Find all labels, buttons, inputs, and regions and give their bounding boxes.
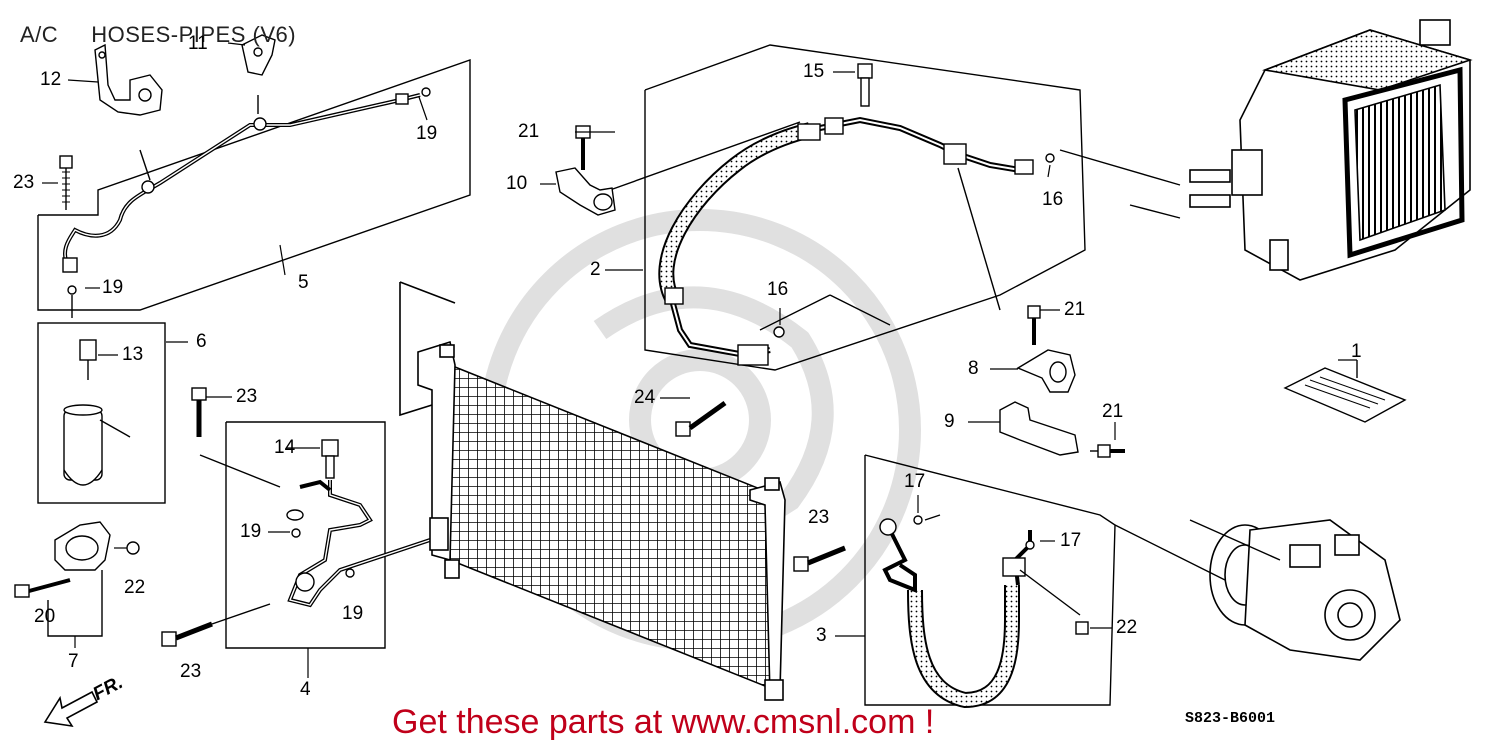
callout-11[interactable]: 11	[188, 33, 208, 54]
callout-15[interactable]: 15	[803, 61, 825, 82]
bolt-23-d	[793, 545, 846, 572]
callout-21[interactable]: 21	[1102, 401, 1124, 422]
callout-23[interactable]: 23	[13, 172, 35, 193]
callout-23[interactable]: 23	[236, 386, 258, 407]
callout-22[interactable]: 22	[124, 577, 146, 598]
bolt-23-c	[161, 603, 271, 647]
hose-assembly-3	[864, 454, 1281, 709]
callout-4[interactable]: 4	[300, 679, 311, 700]
clamp-10	[555, 125, 616, 216]
callout-19[interactable]: 19	[416, 123, 438, 144]
callout-21[interactable]: 21	[1064, 299, 1086, 320]
callout-5[interactable]: 5	[298, 272, 309, 293]
page-title: A/C HOSES-PIPES (V6)	[20, 22, 297, 47]
callout-3[interactable]: 3	[816, 625, 827, 646]
forward-arrow-icon	[43, 690, 99, 728]
bolt-24	[675, 400, 727, 437]
callout-22[interactable]: 22	[1116, 617, 1138, 638]
callout-19[interactable]: 19	[342, 603, 364, 624]
callout-1[interactable]: 1	[1351, 341, 1362, 362]
hose-assembly-2	[609, 44, 1181, 371]
condenser	[399, 281, 786, 701]
pipe-assembly-5	[37, 59, 471, 318]
callout-2[interactable]: 2	[590, 259, 601, 280]
callout-16[interactable]: 16	[767, 279, 789, 300]
clamp-11	[241, 34, 276, 76]
receiver-dryer-6	[37, 322, 166, 504]
callout-9[interactable]: 9	[944, 411, 955, 432]
label-plate-1	[1283, 360, 1407, 423]
callout-7[interactable]: 7	[68, 651, 79, 672]
bracket-12	[94, 43, 163, 116]
evaporator-unit	[1189, 19, 1473, 281]
callout-10[interactable]: 10	[506, 173, 528, 194]
callout-20[interactable]: 20	[34, 606, 56, 627]
callout-19[interactable]: 19	[240, 521, 262, 542]
callout-14[interactable]: 14	[274, 437, 296, 458]
callout-13[interactable]: 13	[122, 344, 144, 365]
callout-19[interactable]: 19	[102, 277, 124, 298]
callout-6[interactable]: 6	[196, 331, 207, 352]
callout-17[interactable]: 17	[1060, 530, 1082, 551]
bolt-23-b	[191, 387, 207, 437]
callout-24[interactable]: 24	[634, 387, 656, 408]
compressor	[1209, 519, 1401, 661]
callout-16[interactable]: 16	[1042, 189, 1064, 210]
callout-17[interactable]: 17	[904, 471, 926, 492]
bolt-23-a	[59, 155, 73, 210]
pipe-assembly-4	[199, 421, 431, 649]
leader-lines	[42, 42, 1357, 678]
callout-21[interactable]: 21	[518, 121, 540, 142]
nut-22	[1075, 621, 1089, 635]
bracket-7	[14, 521, 140, 637]
promo-link[interactable]: Get these parts at www.cmsnl.com !	[392, 703, 935, 741]
bracket-8-9	[999, 305, 1125, 458]
diagram-code: S823-B6001	[1185, 710, 1276, 727]
callout-23[interactable]: 23	[180, 661, 202, 682]
callout-23[interactable]: 23	[808, 507, 830, 528]
callout-8[interactable]: 8	[968, 358, 979, 379]
callout-12[interactable]: 12	[40, 69, 62, 90]
